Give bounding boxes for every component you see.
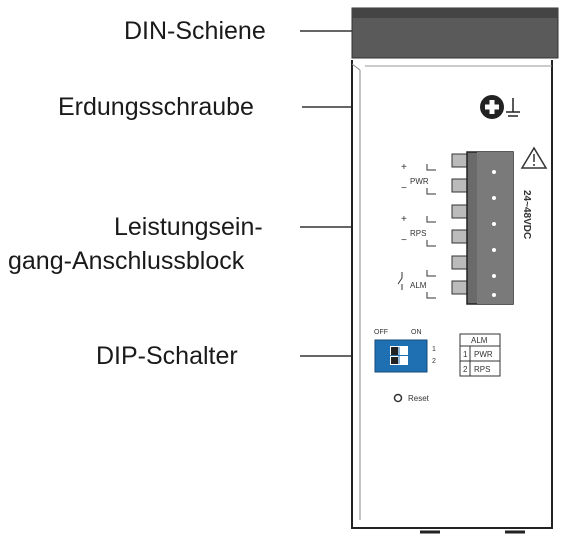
alarm-row-1-label: PWR	[474, 350, 493, 359]
ground-symbol-icon	[506, 98, 520, 117]
din-rail-label: DIN-Schiene	[124, 17, 266, 45]
pwr-plus: +	[401, 162, 407, 173]
alm-contact-icon	[397, 272, 403, 290]
power-input-label-line2: gang-Anschlussblock	[8, 247, 245, 275]
power-input-label-line1: Leistungsein-	[114, 213, 263, 241]
ground-screw	[480, 95, 504, 119]
alarm-row-1-num: 1	[463, 350, 468, 359]
alarm-row-2-label: RPS	[474, 365, 490, 374]
rps-minus: −	[401, 235, 407, 246]
rps-plus: +	[401, 214, 407, 225]
alm-label: ALM	[410, 281, 427, 290]
dip-pos-2: 2	[432, 358, 436, 365]
rps-label: RPS	[410, 229, 426, 238]
voltage-label: 24~48VDC	[521, 190, 532, 239]
alarm-table: ALM 1 PWR 2 RPS	[459, 333, 501, 377]
ground-screw-label: Erdungsschraube	[58, 93, 254, 121]
alarm-table-header: ALM	[471, 336, 488, 345]
pwr-minus: −	[401, 183, 407, 194]
alarm-row-2-num: 2	[463, 365, 468, 374]
dip-switch-label: DIP-Schalter	[96, 342, 238, 370]
terminal-block	[451, 151, 514, 305]
dip-pos-1: 1	[432, 346, 436, 353]
dip-off-label: OFF	[374, 329, 388, 336]
dip-on-label: ON	[411, 329, 422, 336]
reset-button	[393, 393, 403, 403]
reset-label: Reset	[408, 394, 430, 403]
pwr-label: PWR	[410, 177, 429, 186]
warning-icon	[520, 146, 548, 169]
